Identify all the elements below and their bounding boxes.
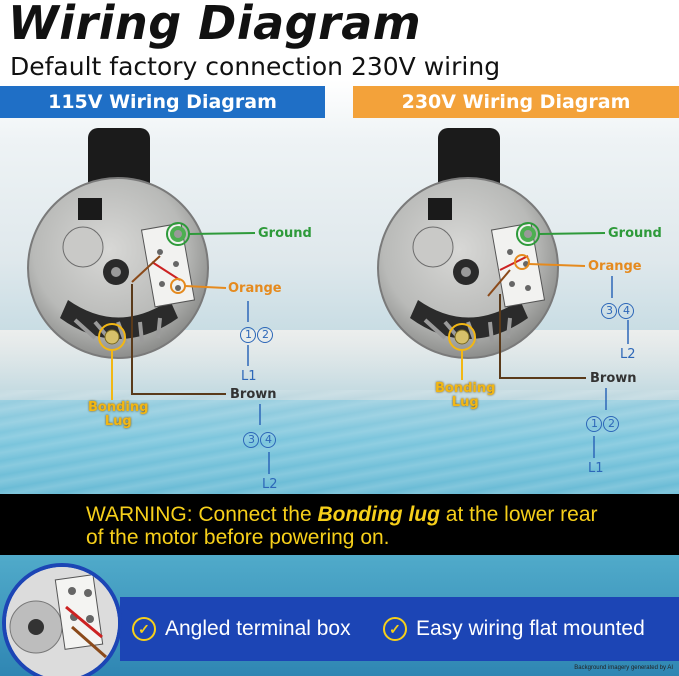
feature-easy-wiring: ✓ Easy wiring flat mounted: [383, 617, 645, 641]
heading-115v: 115V Wiring Diagram: [0, 86, 325, 118]
ground-label-left: Ground: [258, 226, 312, 241]
bonding-label-line1: Bonding: [435, 381, 496, 396]
orange-wire-label-left: Orange: [228, 281, 282, 296]
motor-left-illustration: [27, 128, 209, 359]
l2-label-right: L2: [620, 347, 636, 362]
bonding-label-line2: Lug: [451, 395, 479, 410]
warning-emphasis: Bonding lug: [317, 503, 440, 526]
terminal-box-closeup-illustration: [6, 567, 118, 676]
check-circle-icon: ✓: [132, 617, 156, 641]
page-subtitle: Default factory connection 230V wiring: [10, 52, 501, 81]
warning-banner: [0, 494, 679, 555]
feature-1-text: Angled terminal box: [165, 617, 351, 640]
warning-prefix: WARNING: Connect the: [86, 503, 318, 526]
warning-text: WARNING: Connect the Bonding lug at the …: [86, 503, 606, 549]
ai-imagery-footnote: Background imagery generated by AI: [574, 665, 673, 671]
orange-wire-label-right: Orange: [588, 259, 642, 274]
terminal-4-badge: 4: [260, 432, 276, 448]
bonding-label-line2: Lug: [104, 414, 132, 429]
l1-label-right: L1: [588, 461, 604, 476]
l2-label-left: L2: [262, 477, 278, 492]
callout-lines-left: [98, 222, 270, 474]
motor-right-illustration: [377, 128, 559, 359]
l1-label-left: L1: [241, 369, 257, 384]
warning-suffix: at the lower rear of the motor before po…: [86, 503, 598, 549]
callout-lines-right: [448, 222, 629, 458]
brown-wire-label-right: Brown: [590, 371, 637, 386]
terminal-2-badge: 2: [257, 327, 273, 343]
terminal-3-badge: 3: [243, 432, 259, 448]
terminal-box-closeup: [2, 563, 122, 676]
page-title: Wiring Diagram: [8, 0, 422, 50]
pool-water-background: [0, 390, 679, 500]
bonding-label-line1: Bonding: [88, 400, 149, 415]
terminal-4-badge: 4: [618, 303, 634, 319]
terminal-1-badge: 1: [586, 416, 602, 432]
terminal-3-badge: 3: [601, 303, 617, 319]
terminal-1-badge: 1: [240, 327, 256, 343]
heading-230v: 230V Wiring Diagram: [353, 86, 679, 118]
terminal-2-badge: 2: [603, 416, 619, 432]
check-circle-icon: ✓: [383, 617, 407, 641]
ground-label-right: Ground: [608, 226, 662, 241]
brown-wire-label-left: Brown: [230, 387, 277, 402]
feature-angled-terminal-box: ✓ Angled terminal box: [132, 617, 351, 641]
feature-2-text: Easy wiring flat mounted: [416, 617, 645, 640]
